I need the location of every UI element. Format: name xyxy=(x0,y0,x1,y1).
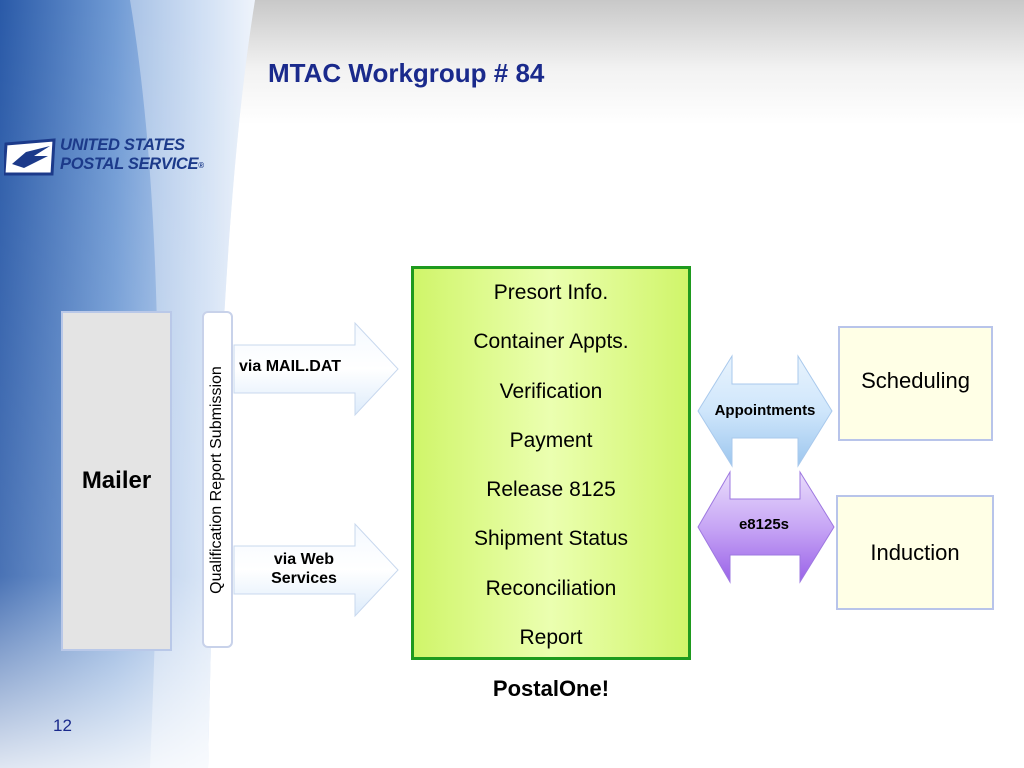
arrow-e8125s xyxy=(697,470,835,584)
function-item: Container Appts. xyxy=(473,330,629,354)
via-web-services-line2: Services xyxy=(271,570,337,587)
usps-wordmark-line2: POSTAL SERVICE xyxy=(60,155,199,173)
postalone-function-list: Presort Info. Container Appts. Verificat… xyxy=(414,278,688,672)
usps-wordmark-line1: UNITED STATES xyxy=(60,136,185,154)
usps-eagle-logo xyxy=(4,138,56,176)
registered-mark: ® xyxy=(198,161,204,170)
postalone-functions-box: Presort Info. Container Appts. Verificat… xyxy=(411,266,691,660)
function-item: Verification xyxy=(499,379,603,403)
function-item: Release 8125 xyxy=(486,478,616,502)
mailer-label: Mailer xyxy=(81,467,152,494)
arrow-via-maildat xyxy=(233,321,399,417)
qualification-report-bar xyxy=(202,311,233,648)
induction-label: Induction xyxy=(870,540,960,565)
induction-box: Induction xyxy=(836,495,994,610)
function-item: Payment xyxy=(509,428,593,452)
function-item: Presort Info. xyxy=(493,281,609,304)
via-web-services-label: via Web Services xyxy=(238,550,370,588)
usps-wordmark: UNITED STATES POSTAL SERVICE® xyxy=(60,136,204,175)
mailer-box: Mailer xyxy=(61,311,172,651)
via-web-services-line1: via Web xyxy=(273,551,335,568)
scheduling-label: Scheduling xyxy=(861,368,970,393)
e8125s-label: e8125s xyxy=(738,516,790,533)
arrow-via-web-services xyxy=(233,522,399,618)
postalone-label: PostalOne! xyxy=(492,676,610,701)
appointments-label: Appointments xyxy=(714,402,816,419)
function-item: Reconciliation xyxy=(485,576,617,600)
slide-title: MTAC Workgroup # 84 xyxy=(268,58,545,88)
scheduling-box: Scheduling xyxy=(838,326,993,441)
arrow-appointments xyxy=(697,354,833,468)
page-number: 12 xyxy=(53,716,72,735)
via-maildat-label: via MAIL.DAT xyxy=(239,358,341,375)
function-item: Shipment Status xyxy=(473,527,629,551)
function-item: Report xyxy=(519,626,583,650)
